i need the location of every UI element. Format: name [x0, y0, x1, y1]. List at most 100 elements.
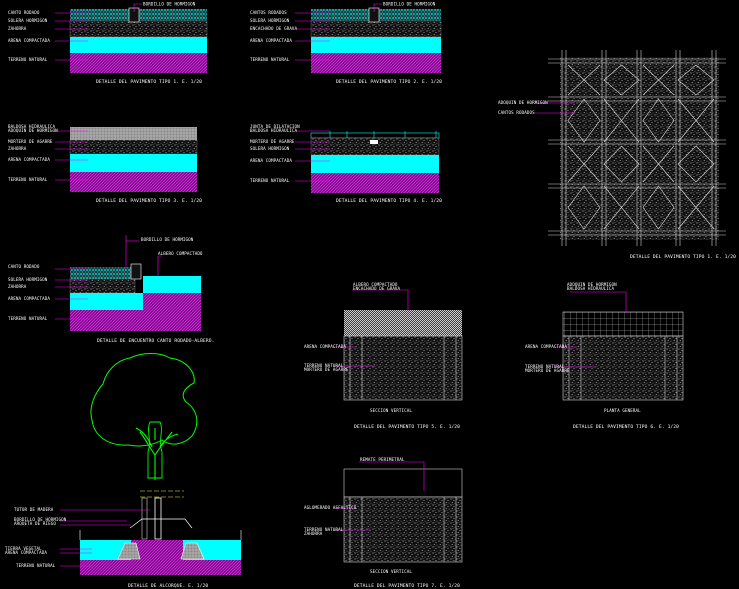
- label-tipo7-aglomerado: AGLOMERADO ASFALTICO: [304, 505, 357, 510]
- label-tipo7-zahorra: ZAHORRA: [304, 531, 323, 536]
- label-tipo7-top: REMATE PERIMETRAL: [360, 457, 405, 462]
- grid-top: [562, 311, 684, 337]
- label-tipo6-baldosa: BALDOSA HIDRAULICA: [567, 286, 615, 291]
- albero-sand: [143, 276, 201, 293]
- label-tutor: TUTOR DE MADERA: [14, 507, 54, 512]
- label-bordillo: BORDILLO DE HORMIGON: [143, 2, 196, 7]
- label-arena: ARENA COMPACTADA: [8, 38, 50, 43]
- stake-1: [154, 497, 162, 540]
- label-encuentro-terreno: TERRENO NATURAL: [8, 316, 48, 321]
- gravel-layer: [310, 20, 442, 38]
- label-tipo7-terreno: TERRENO NATURAL: [304, 527, 344, 532]
- top-band: [343, 468, 463, 498]
- label-baldosa: BALDOSA HIDRAULICA: [8, 124, 56, 129]
- tree-branches: [135, 427, 179, 480]
- label-tierra: TIERRA VEGETAL: [5, 546, 42, 551]
- label-tipo5-arena: ARENA COMPACTADA: [304, 344, 346, 349]
- caption-tipo-2: DETALLE DEL PAVIMENTO TIPO 2. E. 1/20: [336, 79, 442, 85]
- plan-tile: [603, 64, 640, 96]
- curb-left: [117, 542, 141, 560]
- soil-layer: [311, 53, 441, 73]
- caption-alcorque: DETALLE DE ALCORQUE. E. 1/20: [128, 583, 208, 589]
- plan-tile: [677, 185, 715, 230]
- label-alcorque-bordillo: BORDILLO DE HORMIGON: [14, 517, 67, 522]
- section-alcorque: TUTOR DE MADERA BORDILLO DE HORMIGON ARQ…: [5, 353, 242, 589]
- label-zahorra: ZAHORRA: [8, 26, 27, 31]
- label-albero: ALBERO COMPACTADO: [158, 251, 203, 256]
- plan-tile: [642, 185, 675, 230]
- plan-tile: [603, 185, 640, 230]
- plan-tile: [603, 145, 640, 183]
- gravel-layer: [69, 20, 208, 38]
- paving-plan: ADOQUIN DE HORMIGON CANTOS RODADOS DETAL…: [498, 50, 736, 260]
- sand-layer: [70, 37, 207, 53]
- label-tipo6-adoquin: ADOQUIN DE HORMIGON: [567, 282, 617, 287]
- gravel-body: [562, 335, 684, 401]
- sand-layer: [311, 155, 439, 173]
- label-arqueta: ARQUETA DE RIEGO: [14, 521, 56, 526]
- label-solera: SOLERA HORMIGON: [8, 18, 48, 23]
- plan-tile: [567, 185, 601, 230]
- label-alcorque-arena: ARENA COMPACTADA: [5, 550, 47, 555]
- label-solera-4: SOLERA HORMIGON: [250, 146, 290, 151]
- section-tipo-5: ALBERO COMPACTADO ENCACHADO DE GRAVA ARE…: [304, 282, 463, 430]
- label-tipo6-planta: PLANTA GENERAL: [604, 408, 641, 413]
- label-tipo5-albero: ALBERO COMPACTADO: [353, 282, 398, 287]
- plan-tile: [642, 64, 675, 96]
- label-tipo5-mortero: MORTERO DE AGARRE: [304, 367, 349, 372]
- section-tipo-1: BORDILLO DE HORMIGON CANTO RODADO SOLERA…: [8, 2, 208, 85]
- soil-layer: [70, 172, 197, 192]
- gravel-layer: [69, 278, 136, 294]
- soil-layer: [311, 173, 439, 193]
- label-bordillo-2: BORDILLO DE HORMIGON: [383, 2, 436, 7]
- plan-tile: [567, 98, 601, 143]
- curb-right: [180, 542, 205, 560]
- label-encachado-2: ENCACHADO DE GRAVA: [250, 26, 298, 31]
- label-tipo5-seccion: SECCION VERTICAL: [370, 408, 412, 413]
- plan-tile: [677, 98, 715, 143]
- mortar-layer: [69, 139, 198, 155]
- checker-top: [344, 310, 462, 336]
- label-encuentro-solera: SOLERA HORMIGON: [8, 277, 48, 282]
- stake-2: [141, 497, 148, 540]
- label-arena-4: ARENA COMPACTADA: [250, 158, 292, 163]
- label-canto-2: CANTOS RODADOS: [250, 10, 287, 15]
- section-tipo-7: REMATE PERIMETRAL AGLOMERADO ASFALTICO T…: [304, 457, 463, 589]
- tree-canopy: [90, 353, 198, 447]
- alcorque-soil: [80, 560, 241, 575]
- gravel-body: [343, 335, 463, 401]
- label-mortero-4: MORTERO DE AGARRE: [250, 139, 295, 144]
- label-canto: CANTO RODADO: [8, 10, 40, 15]
- label-tipo5-top: ENCACHADO DE GRAVA: [353, 286, 401, 291]
- label-plan-cantos: CANTOS RODADOS: [498, 110, 535, 115]
- label-junta: JUNTA DE DILATACION: [250, 124, 300, 129]
- section-tipo-6: ADOQUIN DE HORMIGON BALDOSA HIDRAULICA A…: [525, 282, 684, 430]
- plan-tile: [603, 98, 640, 143]
- plan-tile: [567, 145, 601, 183]
- section-tipo-3: BALDOSA HIDRAULICA ADOQUIN DE HORMIGON M…: [8, 124, 202, 204]
- baldosa-layer: [70, 127, 197, 140]
- plan-tile: [567, 64, 601, 96]
- label-terreno: TERRENO NATURAL: [8, 57, 48, 62]
- sand-layer: [311, 37, 441, 53]
- gravel-body: [343, 496, 463, 563]
- label-plan-adoquin: ADOQUIN DE HORMIGON: [498, 100, 548, 105]
- label-tipo7-seccion: SECCION VERTICAL: [370, 569, 412, 574]
- label-mortero: MORTERO DE AGARRE: [8, 139, 53, 144]
- stake-ties: [140, 490, 184, 498]
- section-encuentro: BORDILLO DE HORMIGON ALBERO COMPACTADO C…: [8, 235, 215, 344]
- caption-encuentro: DETALLE DE ENCUENTRO CANTO RODADO-ALBERO…: [97, 338, 215, 344]
- planting-pit: [131, 540, 183, 565]
- plan-tile: [642, 145, 675, 183]
- plan-tile: [642, 98, 675, 143]
- soil-layer: [70, 310, 201, 331]
- caption-plan: DETALLE DEL PAVIMENTO TIPO 1. E. 1/20: [630, 254, 736, 260]
- label-encuentro-bordillo: BORDILLO DE HORMIGON: [141, 237, 194, 242]
- caption-tipo-3: DETALLE DEL PAVIMENTO TIPO 3. E. 1/20: [96, 198, 202, 204]
- sand-layer: [70, 154, 197, 172]
- label-adoquin: ADOQUIN DE HORMIGON: [8, 128, 58, 133]
- label-terreno-2: TERRENO NATURAL: [250, 57, 290, 62]
- label-tipo5-terreno: TERRENO NATURAL: [304, 363, 344, 368]
- label-arena-3: ARENA COMPACTADA: [8, 157, 50, 162]
